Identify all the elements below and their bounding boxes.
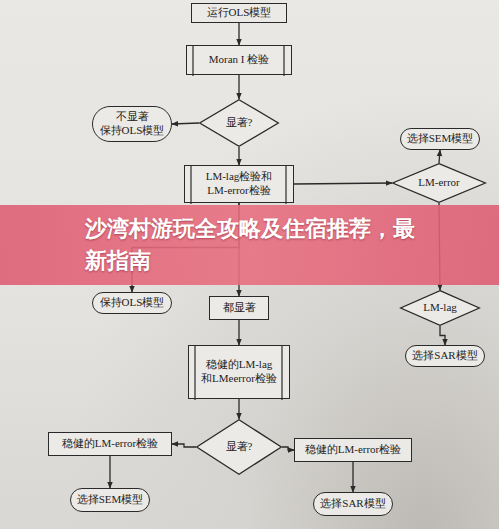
- node-text-stack: 运行OLS模型: [192, 4, 286, 22]
- node-text-stack: 选择SEM模型: [401, 129, 479, 149]
- process-bar: [192, 46, 193, 76]
- process-bar: [194, 346, 195, 400]
- node-text-stack: LM-error: [392, 163, 486, 203]
- decision-diamond: 显著?: [199, 99, 279, 147]
- node-text-stack: 稳健的LM-error检验: [49, 433, 171, 455]
- flow-arrow: [282, 447, 294, 450]
- process-bar: [285, 166, 286, 204]
- decision-diamond: LM-error: [392, 163, 486, 203]
- terminal-box: 选择SAR模型: [313, 492, 393, 516]
- flow-arrow: [238, 75, 239, 99]
- diamond-shape: [200, 100, 279, 147]
- process-bar: [281, 346, 282, 400]
- node-text-stack: 稳健的LM-lag 和LMeerror检验: [189, 346, 289, 398]
- node-label: LM-lag: [423, 301, 457, 315]
- node-text-stack: 选择SEM模型: [71, 489, 149, 511]
- node-label: 显著?: [226, 440, 253, 454]
- node-text-stack: Moran I 检验: [187, 46, 291, 74]
- node-label: LM-error: [418, 176, 460, 190]
- process-box: 稳健的LM-error检验: [294, 438, 412, 462]
- process-bar: [283, 46, 284, 76]
- node-label: LM-lag检验和 LM-error检验: [196, 170, 282, 198]
- flow-arrow: [238, 23, 239, 45]
- node-label: 选择SEM模型: [77, 493, 144, 507]
- node-label: 选择SAR模型: [320, 497, 385, 511]
- flow-arrow: [238, 320, 239, 345]
- terminal-box: 不显著保持OLS模型: [92, 106, 172, 142]
- flow-arrow: [439, 150, 440, 163]
- node-label: 显著?: [226, 116, 253, 130]
- node-label: 保持OLS模型: [100, 124, 165, 138]
- banner-text: 沙湾村游玩全攻略及住宿推荐，最新指南: [85, 213, 415, 277]
- node-text-stack: 稳健的LM-error检验: [295, 439, 411, 461]
- terminal-box: 选择SEM模型: [400, 128, 480, 150]
- decision-diamond: LM-lag: [400, 290, 480, 326]
- terminal-box: 选择SAR模型: [405, 345, 485, 367]
- decision-diamond: 显著?: [196, 419, 282, 475]
- node-text-stack: 都显著: [210, 297, 268, 319]
- flow-arrow: [172, 444, 196, 447]
- node-label: Moran I 检验: [209, 53, 270, 67]
- node-text-stack: 显著?: [199, 99, 279, 147]
- node-label: 稳健的LM-error检验: [62, 437, 159, 451]
- flow-arrow: [352, 462, 353, 492]
- flow-arrow: [172, 123, 199, 124]
- title-banner: 沙湾村游玩全攻略及住宿推荐，最新指南: [0, 205, 499, 285]
- flow-arrow: [238, 399, 239, 419]
- node-text-stack: 选择SAR模型: [406, 346, 484, 366]
- node-label: 都显著: [223, 301, 256, 315]
- node-label: 选择SEM模型: [407, 132, 474, 146]
- node-text-stack: 显著?: [196, 419, 282, 475]
- node-label: 稳健的LM-lag 和LMeerror检验: [200, 358, 278, 386]
- flow-arrow: [294, 183, 392, 184]
- node-label: 保持OLS模型: [100, 296, 165, 310]
- node-label: 选择SAR模型: [412, 349, 477, 363]
- diamond-shape: [197, 420, 282, 475]
- predefined-process-box: Moran I 检验: [186, 45, 292, 75]
- diamond-shape: [393, 164, 486, 203]
- node-label: 不显著: [116, 110, 149, 124]
- node-text-stack: 选择SAR模型: [314, 493, 392, 515]
- node-text-stack: LM-lag检验和 LM-error检验: [185, 166, 293, 202]
- node-text-stack: 保持OLS模型: [93, 293, 171, 313]
- flow-arrow: [440, 326, 445, 345]
- flow-arrow: [109, 456, 110, 488]
- node-text-stack: 不显著保持OLS模型: [93, 107, 171, 141]
- flow-arrow: [238, 147, 239, 165]
- diamond-shape: [401, 291, 480, 326]
- node-label: 稳健的LM-error检验: [305, 443, 402, 457]
- terminal-box: 选择SEM模型: [70, 488, 150, 512]
- process-bar: [190, 166, 191, 204]
- process-box: 都显著: [209, 296, 269, 320]
- predefined-process-box: LM-lag检验和 LM-error检验: [184, 165, 294, 203]
- process-box: 运行OLS模型: [191, 3, 287, 23]
- predefined-process-box: 稳健的LM-lag 和LMeerror检验: [188, 345, 290, 399]
- terminal-box: 保持OLS模型: [92, 292, 172, 314]
- process-box: 稳健的LM-error检验: [48, 432, 172, 456]
- node-text-stack: LM-lag: [400, 290, 480, 326]
- node-label: 运行OLS模型: [207, 6, 272, 20]
